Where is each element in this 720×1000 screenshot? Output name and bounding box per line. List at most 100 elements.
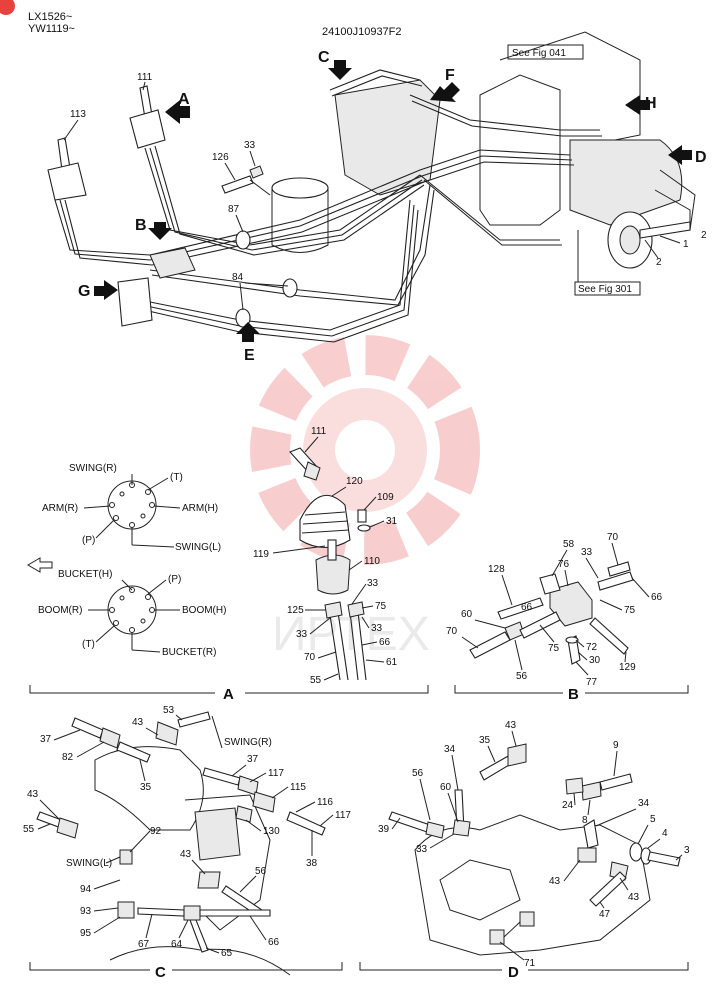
section-b: 58 70 33 76 128 66 66 75 60 70 75 72 30 …: [446, 532, 689, 703]
part-75-label-b1: 75: [624, 605, 636, 616]
part-66-label-a: 66: [379, 637, 391, 648]
part-53-label: 53: [163, 705, 175, 716]
port-boom-h-label: BOOM(H): [182, 605, 226, 616]
part-66-label-b2: 66: [651, 592, 663, 603]
port-p-label-2: (P): [168, 574, 181, 585]
see-fig-041: See Fig 041: [512, 48, 566, 59]
part-70-label-b2: 70: [446, 626, 458, 637]
port-pattern-1: SWING(R) (T) ARM(R) ARM(H) (P) SWING(L): [42, 463, 221, 553]
part-128-label: 128: [488, 564, 505, 575]
callout-2b: 2: [656, 257, 662, 268]
view-arrow-h-label: H: [645, 95, 657, 112]
model-range-1: LX1526~: [28, 11, 72, 23]
part-111-label: 111: [311, 426, 327, 437]
part-33-label-a1: 33: [367, 578, 379, 589]
part-47-label: 47: [599, 909, 611, 920]
view-arrow-g-label: G: [78, 283, 90, 300]
view-arrow-b-label: B: [135, 217, 147, 234]
part-67-label: 67: [138, 939, 150, 950]
section-b-label: B: [568, 686, 579, 703]
part-34-label-d1: 34: [444, 744, 456, 755]
view-arrow-e-label: E: [244, 347, 255, 364]
corner-badge: [0, 0, 15, 15]
part-31-label: 31: [386, 516, 398, 527]
part-94-label: 94: [80, 884, 92, 895]
callout-113: 113: [70, 109, 86, 120]
part-60-label-d: 60: [440, 782, 452, 793]
part-56-label-c: 56: [255, 866, 267, 877]
port-pattern-2: BUCKET(H) (P) BOOM(R) BOOM(H) (T) BUCKET…: [38, 569, 226, 658]
view-arrow-a-label: A: [178, 91, 190, 108]
part-109-label: 109: [377, 492, 394, 503]
part-110-label: 110: [364, 556, 380, 567]
part-9-label: 9: [613, 740, 619, 751]
callout-126: 126: [212, 152, 229, 163]
port-swing-r-label: SWING(R): [69, 463, 117, 474]
section-a-label: A: [223, 686, 234, 703]
section-c-label: C: [155, 964, 166, 981]
part-33-label-d: 33: [416, 844, 428, 855]
part-117-label-c1: 117: [268, 768, 284, 779]
part-3-label: 3: [684, 845, 690, 856]
port-arm-r-label: ARM(R): [42, 503, 78, 514]
drawing-code: 24100J10937F2: [322, 26, 402, 38]
part-24-label: 24: [562, 800, 574, 811]
part-55-label-c: 55: [23, 824, 35, 835]
part-55-label-a: 55: [310, 675, 322, 686]
part-70-label-a: 70: [304, 652, 316, 663]
part-64-label: 64: [171, 939, 183, 950]
part-43-label-d2: 43: [549, 876, 561, 887]
part-30-label: 30: [589, 655, 601, 666]
view-arrow-c-label: C: [318, 49, 330, 66]
part-120-label: 120: [346, 476, 363, 487]
part-95-label: 95: [80, 928, 92, 939]
port-p-label-1: (P): [82, 535, 95, 546]
part-75-label-a: 75: [375, 601, 387, 612]
part-35-label-d: 35: [479, 735, 491, 746]
back-arrow-icon: [27, 557, 53, 573]
part-4-label: 4: [662, 828, 668, 839]
part-77-label: 77: [586, 677, 598, 688]
part-43-label-d1: 43: [505, 720, 517, 731]
port-swing-l-label: SWING(L): [175, 542, 221, 553]
port-boom-r-label: BOOM(R): [38, 605, 82, 616]
callout-84: 84: [232, 272, 244, 283]
part-130-label: 130: [263, 826, 280, 837]
part-34-label-d2: 34: [638, 798, 650, 809]
part-38-label: 38: [306, 858, 318, 869]
part-37-label-c2: 37: [247, 754, 259, 765]
part-43-label-c2: 43: [27, 789, 39, 800]
swing-l-label: SWING(L): [66, 858, 112, 869]
part-60-label-b: 60: [461, 609, 473, 620]
callout-33: 33: [244, 140, 256, 151]
part-75-label-b2: 75: [548, 643, 560, 654]
part-58-label: 58: [563, 539, 575, 550]
part-35-label-c: 35: [140, 782, 152, 793]
see-fig-301: See Fig 301: [578, 284, 632, 295]
part-82-label: 82: [62, 752, 74, 763]
part-72-label: 72: [586, 642, 598, 653]
part-115-label: 115: [290, 782, 306, 793]
part-71-label: 71: [524, 958, 536, 969]
part-43-label-c3: 43: [180, 849, 192, 860]
port-t-label-2: (T): [82, 639, 95, 650]
part-56-label-d: 56: [412, 768, 424, 779]
part-116-label: 116: [317, 797, 333, 808]
part-125-label: 125: [287, 605, 304, 616]
part-33-label-a3: 33: [371, 623, 383, 634]
part-61-label-a: 61: [386, 657, 398, 668]
part-43-label-c1: 43: [132, 717, 144, 728]
port-bucket-r-label: BUCKET(R): [162, 647, 216, 658]
overview-callouts: 111 113 126 33 87 84 1 2 2: [63, 72, 707, 311]
section-d: 43 35 9 34 56 60 24 8 34 39 33 5 4 3 43 …: [359, 720, 690, 981]
part-39-label: 39: [378, 824, 390, 835]
part-5-label: 5: [650, 814, 656, 825]
view-arrow-d-label: D: [695, 149, 707, 166]
section-d-label: D: [508, 964, 519, 981]
overview-assembly: See Fig 041 See Fig 301: [47, 31, 707, 364]
part-119-label: 119: [253, 549, 269, 560]
port-t-label-1: (T): [170, 472, 183, 483]
part-33-label-b: 33: [581, 547, 593, 558]
